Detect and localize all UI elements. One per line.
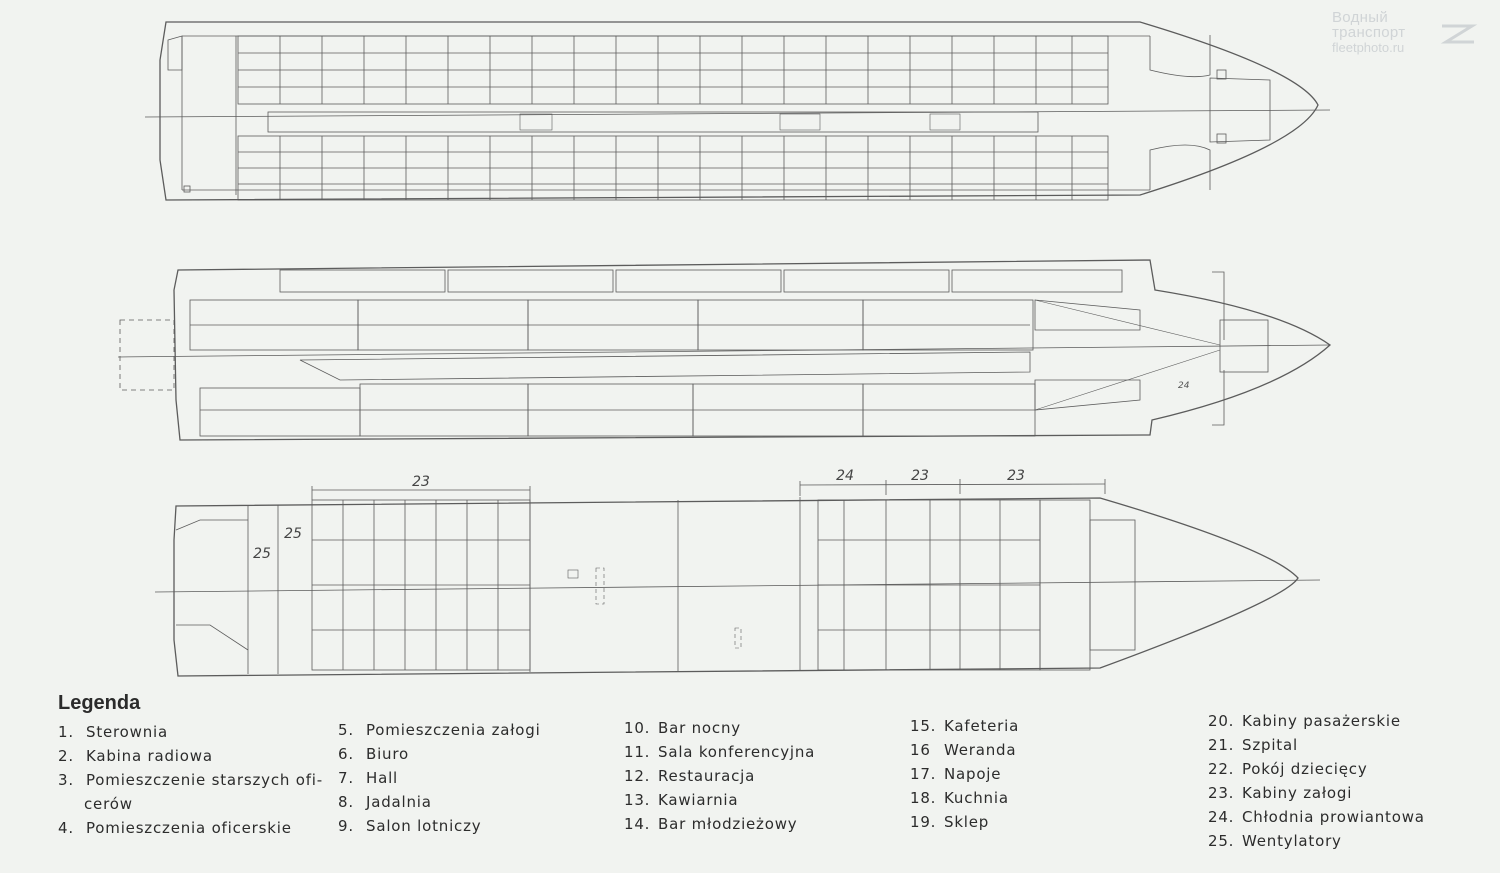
legend-item: 18.Kuchnia bbox=[910, 789, 1009, 807]
legend-item: 19.Sklep bbox=[910, 813, 990, 831]
legend: Legenda 1.Sterownia 2.Kabina radiowa 3.P… bbox=[58, 692, 1478, 872]
legend-item: 4.Pomieszczenia oficerskie bbox=[58, 819, 292, 837]
legend-item: 7.Hall bbox=[338, 769, 399, 787]
deck-plan-1 bbox=[144, 21, 1331, 201]
legend-item: 25.Wentylatory bbox=[1208, 832, 1342, 850]
dim-label-23-fwd-2: 23 bbox=[1007, 468, 1025, 484]
watermark-site: fleetphoto.ru bbox=[1332, 40, 1405, 55]
crew-cabins-forward bbox=[817, 499, 1136, 671]
legend-item: 13.Kawiarnia bbox=[624, 791, 739, 809]
legend-item: 6.Biuro bbox=[338, 745, 409, 763]
legend-item: 3.Pomieszczenie starszych ofi- bbox=[58, 771, 323, 789]
watermark-logo-icon bbox=[1440, 24, 1478, 44]
centerline-deck1 bbox=[144, 109, 1331, 118]
legend-item: 20.Kabiny pasażerskie bbox=[1208, 712, 1401, 730]
legend-item: 1.Sterownia bbox=[58, 723, 168, 741]
deck-plans: 24 bbox=[117, 21, 1332, 677]
legend-item: 2.Kabina radiowa bbox=[58, 747, 213, 765]
legend-item: 12.Restauracja bbox=[624, 767, 756, 785]
deck-plan-3 bbox=[154, 479, 1321, 677]
watermark-line2: транспорт bbox=[1332, 24, 1406, 41]
legend-item: 15.Kafeteria bbox=[910, 717, 1020, 735]
legend-item: 14.Bar młodzieżowy bbox=[624, 815, 798, 833]
legend-item: 5.Pomieszczenia załogi bbox=[338, 721, 541, 739]
legend-col-1: 1.Sterownia 2.Kabina radiowa 3.Pomieszcz… bbox=[58, 720, 323, 840]
legend-item: 23.Kabiny załogi bbox=[1208, 784, 1353, 802]
central-corridor-deck2 bbox=[299, 351, 1031, 381]
watermark: Водный транспорт fleetphoto.ru bbox=[1332, 10, 1482, 55]
cabin-grid-lower bbox=[237, 135, 1109, 201]
label-25-upper: 25 bbox=[284, 526, 302, 542]
legend-item: 17.Napoje bbox=[910, 765, 1002, 783]
legend-item: 24.Chłodnia prowiantowa bbox=[1208, 808, 1425, 826]
dim-label-23-fwd-1: 23 bbox=[911, 468, 929, 484]
deck2-label-24: 24 bbox=[1178, 381, 1190, 391]
legend-col-5: 20.Kabiny pasażerskie 21.Szpital 22.Pokó… bbox=[1208, 709, 1425, 853]
cabin-grid-upper bbox=[237, 35, 1109, 105]
watermark-line1: Водный bbox=[1332, 9, 1389, 26]
legend-col-2: 5.Pomieszczenia załogi 6.Biuro 7.Hall 8.… bbox=[338, 718, 541, 838]
centerline-deck2 bbox=[117, 344, 1331, 358]
deck-plan-2: 24 bbox=[117, 259, 1332, 441]
legend-title: Legenda bbox=[58, 692, 141, 714]
legend-item: 8.Jadalnia bbox=[338, 793, 432, 811]
dim-label-24-fwd: 24 bbox=[836, 468, 854, 484]
legend-item: 10.Bar nocny bbox=[624, 719, 741, 737]
legend-item: 21.Szpital bbox=[1208, 736, 1298, 754]
legend-item: 9.Salon lotniczy bbox=[338, 817, 482, 835]
crew-cabins-aft bbox=[311, 499, 531, 671]
legend-item: 11.Sala konferencyjna bbox=[624, 743, 816, 761]
hull-outline-deck1 bbox=[159, 21, 1319, 201]
label-25-lower: 25 bbox=[253, 546, 271, 562]
legend-col-3: 10.Bar nocny 11.Sala konferencyjna 12.Re… bbox=[624, 716, 815, 836]
dim-label-23-aft: 23 bbox=[412, 474, 430, 490]
hull-outline-deck2 bbox=[173, 259, 1332, 441]
hull-outline-deck3 bbox=[173, 497, 1299, 677]
legend-item: cerów bbox=[84, 795, 133, 813]
central-corridor-deck1 bbox=[267, 111, 1039, 133]
legend-item: 22.Pokój dziecięcy bbox=[1208, 760, 1368, 778]
centerline-deck3 bbox=[154, 579, 1321, 593]
